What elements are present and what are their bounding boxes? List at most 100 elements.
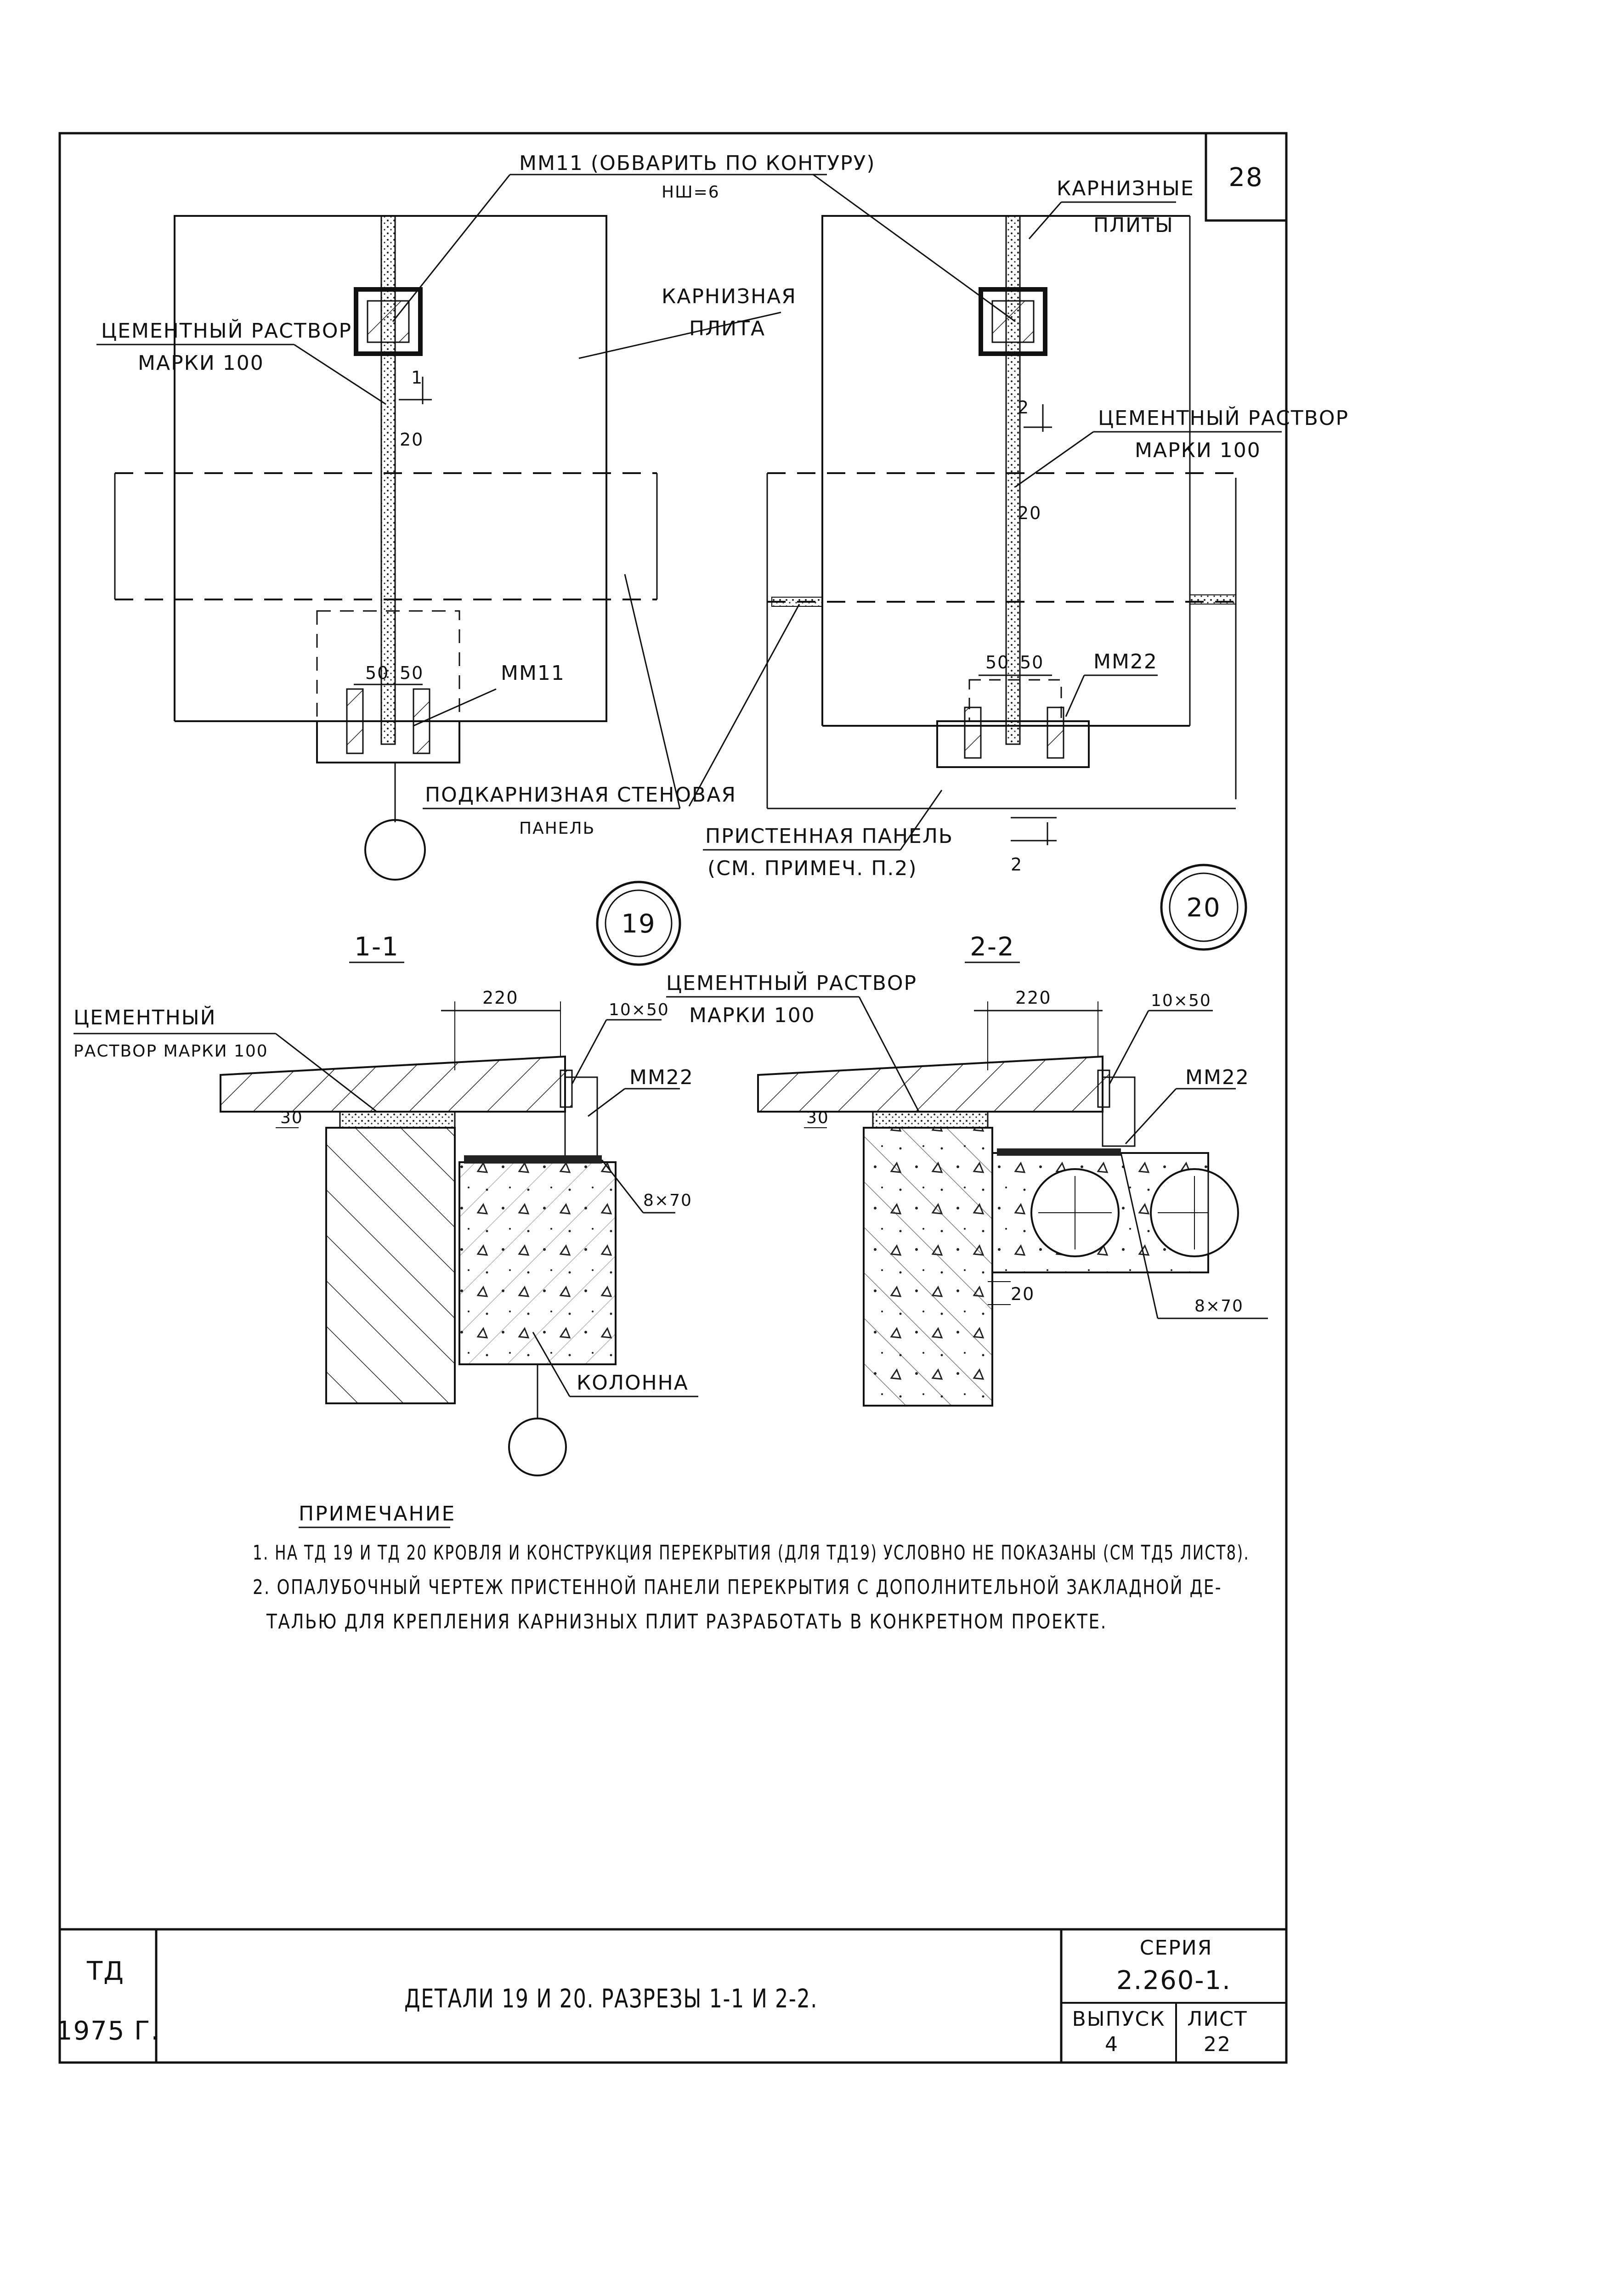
sheet-value: 22 [1204, 2033, 1231, 2056]
mortar-label: Цементный раствор [1098, 406, 1349, 430]
leader-line [1125, 1088, 1177, 1145]
leader-line [532, 1332, 571, 1397]
dim-30: 30 [280, 1108, 303, 1127]
reference-circle [508, 1418, 567, 1476]
reference-circle [364, 819, 426, 881]
notes-block: Примечание 1. На ТД 19 и ТД 20 кровля и … [253, 1502, 1250, 1633]
mm11-label: ММ11 (обварить по контуру) [519, 152, 876, 175]
notes-heading: Примечание [299, 1502, 456, 1526]
dim-label: 2 [1011, 854, 1023, 875]
mortar-bed [339, 1111, 456, 1129]
cornice-slab-section [220, 1055, 566, 1113]
leader-line [1065, 675, 1085, 717]
weld-10x50: 10×50 [609, 1000, 669, 1019]
dim-220: 220 [482, 988, 519, 1008]
mm22-label: ММ22 [1185, 1066, 1250, 1089]
leader-line [858, 996, 920, 1112]
mm22-label: ММ22 [629, 1066, 694, 1089]
dim-label: 50 [400, 663, 424, 683]
column-label: Колонна [577, 1371, 689, 1395]
mortar-label-2: марки 100 [1135, 439, 1261, 462]
weld-10x50: 10×50 [1151, 991, 1211, 1010]
leader-line [1109, 1010, 1149, 1085]
leader-line [813, 174, 1016, 322]
leader-line [294, 344, 386, 405]
section-2-2: 2-2 220 [666, 932, 1268, 1407]
cornice-slabs-label-2: плиты [1093, 214, 1174, 237]
weld-8x70: 8×70 [1194, 1297, 1244, 1316]
leader-line [900, 790, 943, 850]
leader-line [688, 604, 800, 807]
note-line-1: 1. На ТД 19 и ТД 20 кровля и конструкция… [253, 1541, 1250, 1565]
cornice-slab-label-2: плита [689, 317, 765, 340]
leader-line [275, 1033, 377, 1113]
wall-panel-label: Подкарнизная стеновая [425, 783, 736, 807]
dim-label: 50 [365, 663, 389, 683]
mm22-plate [1102, 1076, 1136, 1147]
base-plate [936, 720, 1090, 768]
issue-label: Выпуск [1072, 2007, 1166, 2031]
org-label: ТД [86, 1956, 124, 1986]
sheet-frame [58, 132, 1288, 2064]
series-value: 2.260-1. [1116, 1966, 1231, 1995]
leader-line [392, 174, 511, 322]
dim-label: 20 [400, 430, 424, 450]
mortar-label: Цементный раствор [101, 318, 352, 343]
section-1-title: 1-1 [354, 932, 399, 962]
section2-mortar-label: Цементный раствор [666, 971, 917, 995]
detail-19-circle [596, 881, 681, 966]
detail-19-number: 19 [621, 909, 656, 939]
leader-line [413, 688, 497, 727]
wall-panel-dashed [316, 610, 460, 763]
weld-size-label: hш=6 [662, 183, 720, 202]
leader-line [571, 1019, 607, 1085]
dim-220: 220 [1015, 988, 1052, 1008]
note-line-3: талью для крепления карнизных плит разра… [266, 1610, 1107, 1633]
note-line-2: 2. Опалубочный чертеж пристенной панели … [253, 1575, 1222, 1599]
leader-line [588, 1088, 625, 1117]
detail-20-number: 20 [1186, 893, 1221, 923]
wall-panel-label: Пристенная панель [705, 825, 953, 848]
wall-panel-label-2: (см. примеч. п.2) [707, 857, 917, 880]
dim-label: 50 [985, 652, 1009, 673]
leader-line [578, 311, 781, 359]
dim-label: 50 [1020, 652, 1044, 673]
section-1-1: 1-1 220 [74, 932, 698, 1476]
detail-20-circle [1160, 864, 1247, 951]
section1-mortar-label: Цементный [74, 1005, 216, 1029]
dim-label: 20 [1018, 503, 1041, 523]
issue-value: 4 [1105, 2033, 1119, 2056]
sheet-label: Лист [1187, 2007, 1248, 2031]
dim-label: 2 [1018, 397, 1030, 418]
section-2-title: 2-2 [970, 932, 1014, 962]
leader-line [624, 574, 681, 809]
mm22-label: ММ22 [1093, 650, 1158, 673]
dim-20: 20 [1011, 1284, 1035, 1304]
embedded-part-mm11 [979, 287, 1047, 356]
detail-19: 50 50 1 20 19 [96, 174, 827, 966]
weld-8x70: 8×70 [643, 1191, 692, 1210]
mm11-bottom-label: ММ11 [501, 661, 565, 685]
sheet-number: 28 [1228, 163, 1263, 192]
base-plate [316, 720, 460, 763]
series-label: Серия [1140, 1936, 1213, 1960]
wall-panel-section [325, 1127, 456, 1404]
year-label: 1975 г. [56, 2016, 160, 2046]
dim-label: 1 [411, 367, 423, 388]
cornice-slab-section [757, 1055, 1103, 1113]
cornice-slab-label: Карнизная [662, 285, 797, 308]
leader-line [1120, 1153, 1159, 1319]
title-block: ТД 1975 г. Детали 19 и 20. Разрезы 1-1 и… [56, 1928, 1286, 2063]
mortar-label-2: марки 100 [138, 351, 264, 375]
embedded-part-mm11 [354, 287, 423, 356]
sheet-number-box [1205, 132, 1288, 222]
drawing-title: Детали 19 и 20. Разрезы 1-1 и 2-2. [404, 1984, 818, 2014]
mortar-bed [872, 1111, 989, 1129]
leader-line [601, 1159, 644, 1213]
cornice-slabs-label: Карнизные [1057, 177, 1194, 200]
section1-mortar-label-2: раствор марки 100 [74, 1042, 268, 1061]
dim-30: 30 [806, 1108, 829, 1127]
detail-20: 50 50 2 20 2 20 [688, 174, 1282, 951]
leader-line [1028, 202, 1062, 239]
